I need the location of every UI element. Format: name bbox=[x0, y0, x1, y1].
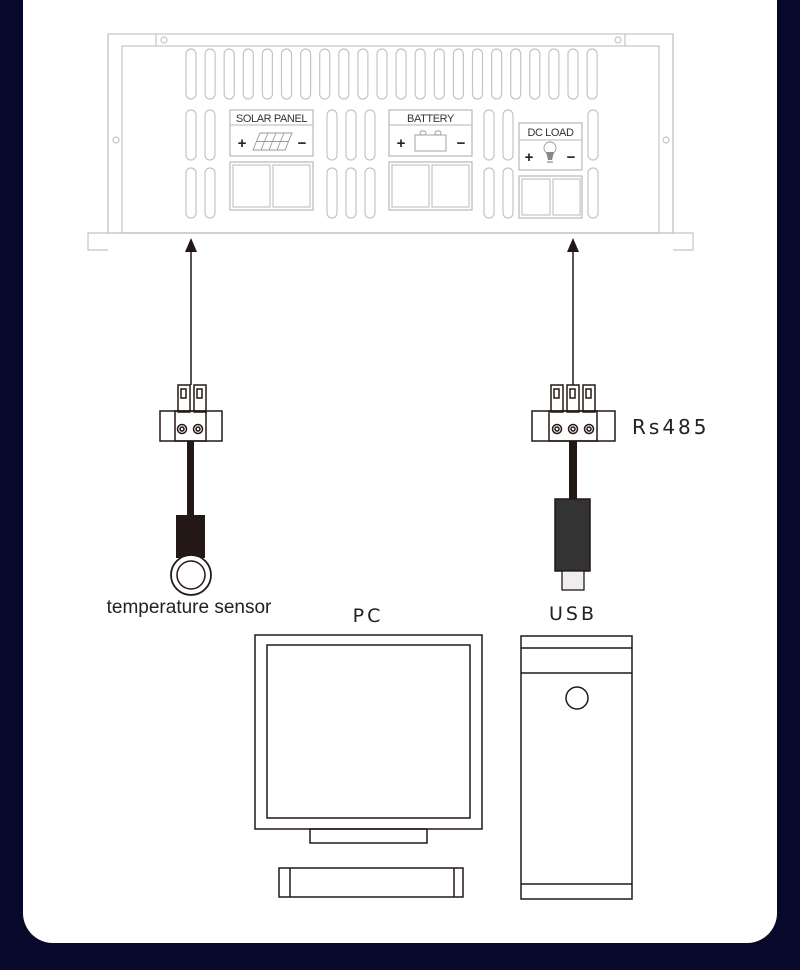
terminal-block bbox=[388, 161, 473, 211]
cable bbox=[187, 441, 194, 515]
arrow-rs485-port bbox=[567, 238, 579, 385]
pc-label: PC bbox=[353, 605, 384, 627]
monitor-icon bbox=[254, 634, 483, 898]
vent-slot bbox=[433, 48, 445, 100]
terminal-solar-panel: SOLAR PANEL + − bbox=[229, 109, 314, 211]
vent-slot bbox=[452, 48, 464, 100]
vent-slot bbox=[586, 48, 598, 100]
screw-hole bbox=[614, 36, 622, 44]
plus-sign: + bbox=[397, 135, 406, 152]
vent-slot bbox=[300, 48, 312, 100]
vent-slot bbox=[223, 48, 235, 100]
power-button-icon bbox=[565, 686, 589, 710]
vent-slot bbox=[204, 167, 216, 219]
vent-slot bbox=[587, 167, 599, 219]
temperature-sensor-connector bbox=[159, 384, 223, 596]
temperature-sensor-label: temperature sensor bbox=[107, 597, 272, 618]
vent-slot bbox=[204, 109, 216, 161]
vent-slot bbox=[483, 167, 495, 219]
vent-slot bbox=[204, 48, 216, 100]
vent-slot bbox=[345, 109, 357, 161]
minus-sign: − bbox=[457, 135, 466, 152]
vent-slot bbox=[364, 167, 376, 219]
terminal-battery: BATTERY + − bbox=[388, 109, 473, 211]
vent-slot bbox=[491, 48, 503, 100]
terminal-dc-load: DC LOAD + − bbox=[518, 122, 583, 219]
solar-panel-label: SOLAR PANEL bbox=[236, 113, 307, 125]
vent-slot bbox=[338, 48, 350, 100]
vent-slot bbox=[242, 48, 254, 100]
usb-label: USB bbox=[549, 603, 597, 625]
rs485-connector bbox=[531, 384, 616, 591]
usb-plug-icon bbox=[561, 570, 585, 591]
pc-tower-icon bbox=[520, 635, 633, 900]
vent-slot bbox=[502, 167, 514, 219]
vent-slot bbox=[185, 167, 197, 219]
terminal-block bbox=[229, 161, 314, 211]
vent-slot bbox=[345, 167, 357, 219]
vent-slot bbox=[395, 48, 407, 100]
charge-controller: SOLAR PANEL + − BATTERY + − bbox=[87, 33, 694, 251]
vent-slot bbox=[471, 48, 484, 100]
vent-slot bbox=[510, 48, 522, 100]
vent-slot bbox=[529, 48, 541, 100]
rs485-label: Rs485 bbox=[632, 415, 710, 439]
vent-slot bbox=[502, 109, 514, 161]
left-mounting-foot bbox=[87, 34, 109, 251]
right-mounting-foot bbox=[672, 34, 694, 251]
vent-slot bbox=[483, 109, 495, 161]
vent-slot bbox=[319, 48, 331, 100]
cable bbox=[569, 441, 577, 499]
keyboard-icon bbox=[278, 867, 464, 898]
vent-slots bbox=[185, 48, 599, 219]
vent-slot bbox=[261, 48, 273, 100]
vent-slot bbox=[326, 167, 338, 219]
vent-slot bbox=[364, 109, 376, 161]
dc-load-label: DC LOAD bbox=[527, 127, 574, 139]
vent-slot bbox=[414, 48, 426, 100]
sensor-body bbox=[176, 515, 205, 558]
vent-slot bbox=[185, 48, 197, 100]
screw-hole bbox=[112, 136, 120, 144]
diagram-card bbox=[23, 0, 777, 943]
arrow-temperature-port bbox=[185, 238, 197, 385]
minus-sign: − bbox=[567, 149, 576, 166]
vent-slot bbox=[587, 109, 599, 161]
usb-adapter-body bbox=[554, 498, 591, 572]
vent-slot bbox=[548, 48, 560, 100]
battery-label: BATTERY bbox=[407, 113, 455, 125]
vent-slot bbox=[326, 109, 338, 161]
vent-slot bbox=[185, 109, 197, 161]
minus-sign: − bbox=[298, 135, 307, 152]
light-bulb-icon bbox=[543, 141, 557, 163]
vent-slot bbox=[280, 48, 293, 100]
vent-slot bbox=[567, 48, 579, 100]
solar-panel-icon bbox=[252, 132, 293, 151]
plus-sign: + bbox=[525, 149, 534, 166]
vent-slot bbox=[357, 48, 369, 100]
vent-slot bbox=[376, 48, 388, 100]
screw-hole bbox=[662, 136, 670, 144]
battery-icon bbox=[414, 130, 447, 152]
screw-hole bbox=[160, 36, 168, 44]
plus-sign: + bbox=[238, 135, 247, 152]
